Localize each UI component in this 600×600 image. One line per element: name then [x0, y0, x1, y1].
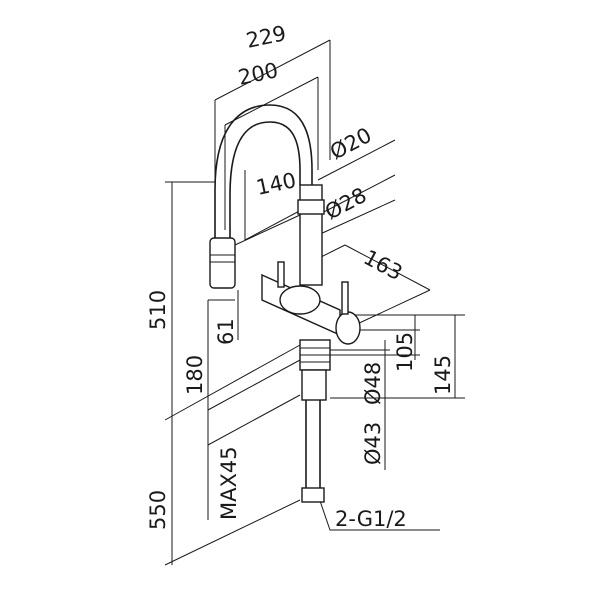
dim-spout-reach: 140 [254, 168, 298, 200]
dim-hole-diameter: Ø43 [361, 422, 385, 465]
faucet-body [209, 104, 361, 503]
dim-hose-diameter: Ø20 [326, 123, 375, 165]
dim-overall-width: 229 [244, 21, 288, 53]
dim-body-height-small: 105 [393, 332, 417, 372]
dim-body-height-large: 145 [431, 355, 455, 395]
dim-max-deck-thickness: MAX45 [217, 446, 241, 520]
dim-hose-length: 550 [146, 490, 170, 530]
dim-handle-height: 61 [214, 318, 238, 345]
dim-connection: 2-G1/2 [335, 507, 407, 531]
dim-spout-diameter: Ø28 [321, 183, 370, 225]
dim-base-diameter: Ø48 [361, 362, 385, 405]
dim-spout-base-height: 180 [183, 355, 207, 395]
dim-spout-width: 200 [236, 58, 280, 90]
dim-lever-reach: 163 [360, 245, 407, 285]
dim-total-height: 510 [146, 290, 170, 330]
dimension-lines [164, 39, 465, 566]
